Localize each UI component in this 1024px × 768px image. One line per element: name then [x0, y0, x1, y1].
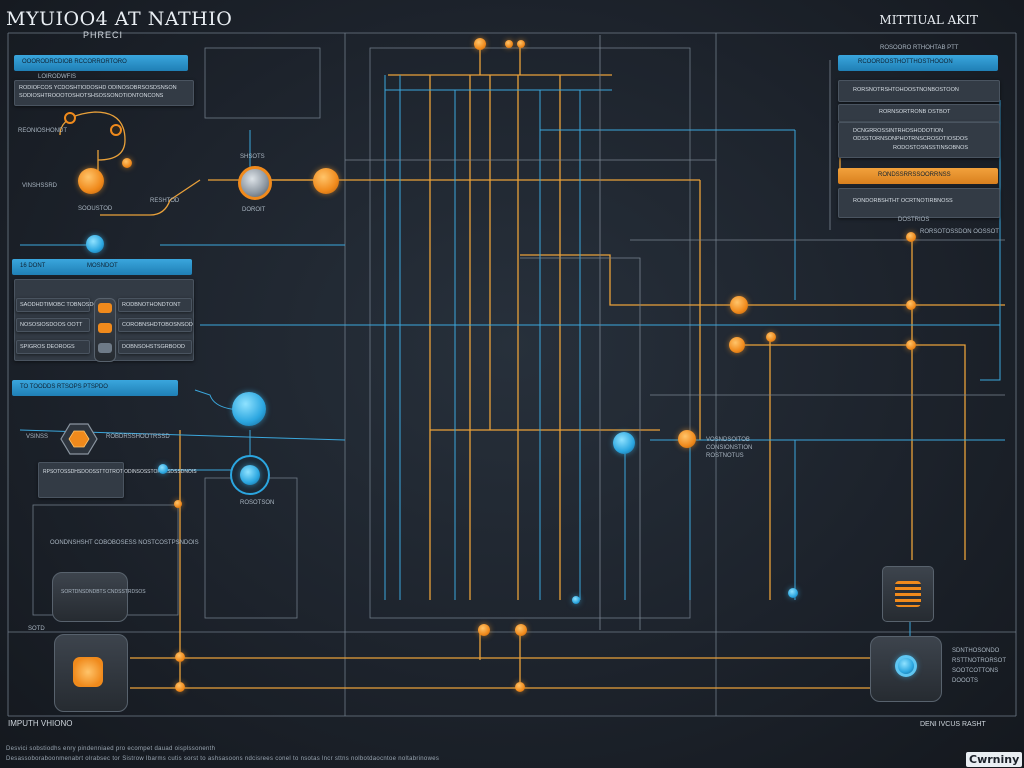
- right-blue-bar-label: RCOORDOSTHOTTHOSTHOOON: [858, 59, 953, 65]
- left-mid-bar-label: 16 DONT: [20, 263, 46, 269]
- left-top-bar-label: OOORODRCDIOB RCCORRORTORO: [22, 59, 127, 65]
- bottom-junction-1[interactable]: [478, 624, 490, 636]
- device-label-2: RSTTNOTRORSOT: [952, 658, 1006, 664]
- left-device[interactable]: SORTDNSDNDBTS CNDSSTRDSOS: [52, 572, 146, 622]
- left-junction-node[interactable]: [174, 500, 182, 508]
- bottom-right-device[interactable]: [870, 636, 942, 702]
- right-junction-2[interactable]: [729, 337, 745, 353]
- orange-ring-node[interactable]: [64, 112, 76, 124]
- brand-logo: Cwrniny: [966, 752, 1023, 767]
- mid-row-right-1: COROBNSHDTOBOSNSOD: [118, 318, 193, 332]
- left-small-blue-node[interactable]: [158, 464, 168, 474]
- bottom-junction-4[interactable]: [175, 682, 185, 692]
- right-title: MITTIUAL AKIT: [879, 13, 978, 27]
- mid-row-left-2: SPIGROS DEOROGS: [16, 340, 90, 354]
- mid-row-left-1: NOSOSIOSDOOS OOTT: [16, 318, 90, 332]
- left-top-caption: LOIRODWFIS: [38, 74, 77, 80]
- left-lower-text: OONDNSHSHT COBOBOSESS NOSTCOSTPSNDOIS: [50, 540, 199, 546]
- hexagon-cpu-icon: [60, 422, 98, 456]
- left-low-bar[interactable]: TO TOODDS RTSOPS PTSPDO: [12, 380, 178, 396]
- grid-blue-dot-2[interactable]: [788, 588, 798, 598]
- right-orange-panel: RONDORBSHTHT OCRTNOTIRBNOSS: [838, 188, 1000, 218]
- left-mid-bar-right: MOSNDOT: [87, 263, 118, 269]
- mid-row-right-0: RODBNOTHONDTONT: [118, 298, 192, 312]
- node-caption: DOROIT: [242, 207, 266, 213]
- right-blue-bar[interactable]: RCOORDOSTHOTTHOSTHOOON: [838, 55, 998, 71]
- left-top-bar[interactable]: OOORODRCDIOB RCCORRORTORO: [14, 55, 188, 71]
- cluster-label: REONIOSHONDT: [18, 128, 68, 134]
- icon-label: VSINSS: [26, 434, 49, 440]
- center-hub-node[interactable]: [238, 166, 272, 200]
- page-title: MYUIOO4 AT NATHIO: [6, 8, 233, 30]
- center-blue-node-2[interactable]: [613, 432, 635, 454]
- left-mid-bar[interactable]: 16 DONT MOSNDOT: [12, 259, 192, 275]
- right-junction-6[interactable]: [906, 340, 916, 350]
- footer-left-label: IMPUTH VHIONO: [8, 719, 73, 728]
- footer-right-label: DENI IVCUS RASHT: [920, 721, 986, 728]
- icon-caption: ROBDRSSHOOTRSSD: [106, 434, 170, 440]
- center-blue-node-1[interactable]: [232, 392, 266, 426]
- left-top-panel-line1: RODIOFCOS YCDOSHTIODOSHD ODINOSOBRSOSDSN…: [19, 85, 177, 91]
- top-junction-3[interactable]: [517, 40, 525, 48]
- page-subtitle: PHRECI: [83, 30, 124, 40]
- mid-row-left-0: SAODHDTIMOBC TOBNOSDOS: [16, 298, 101, 312]
- right-top-caption: ROSOORO RTHOHTAB PTT: [880, 45, 959, 51]
- circular-sync-icon: [73, 657, 103, 687]
- right-row-0: RORSNOTRSHTOHOOSTNONBOSTOON: [838, 80, 1000, 102]
- grid-blue-dot-1[interactable]: [572, 596, 580, 604]
- left-info-panel: RPSOTOSSDHSDOOSSTTOTROT ODINSOSSTOPTBSDS…: [38, 462, 197, 498]
- top-junction-1[interactable]: [474, 38, 486, 50]
- footer-line-1: Desvici sobstiodhs enry pindenniaed pro …: [6, 746, 216, 752]
- left-node-label-3: RESHTOD: [150, 198, 180, 204]
- left-node-label-1: VINSHSSRD: [22, 183, 58, 189]
- left-top-panel: RODIOFCOS YCDOSHTIODOSHD ODINOSOBRSOSDSN…: [14, 80, 194, 106]
- right-junction-4[interactable]: [906, 232, 916, 242]
- right-row-2: DCNGRROSSINTRHOSHODOTION ODSSTORNSONPHOT…: [838, 122, 1000, 158]
- left-bottom-label: SOTD: [28, 626, 45, 632]
- right-orange-bar[interactable]: RONDSSRRSSOORRNSS: [838, 168, 998, 184]
- center-blue-ring[interactable]: [230, 455, 270, 495]
- orange-node-label: VOSNDSOITOB CONSIONSTION ROSTNOTUS: [706, 437, 753, 459]
- right-junction-3[interactable]: [766, 332, 776, 342]
- bottom-junction-3[interactable]: [175, 652, 185, 662]
- right-row-1: RORNSORTRONB OSTBOT: [838, 104, 1000, 122]
- bottom-left-device[interactable]: [54, 634, 128, 712]
- right-storage-device[interactable]: [882, 566, 934, 622]
- left-top-panel-line2: SODIOSHTROOOTOSHOTSHSOSSONOTIONTONCONS: [19, 93, 164, 99]
- left-small-orange-node[interactable]: [122, 158, 132, 168]
- right-connector-label: RORSOTOSSDON OOSSOT: [920, 229, 999, 235]
- left-node-label-2: SOOUSTOD: [78, 206, 113, 212]
- mid-label: ROSOTSON: [240, 500, 275, 506]
- center-orange-node-2[interactable]: [678, 430, 696, 448]
- orange-ring-node-2[interactable]: [110, 124, 122, 136]
- center-orange-node[interactable]: [313, 168, 339, 194]
- left-blue-node[interactable]: [86, 235, 104, 253]
- database-stack-icon: [94, 298, 116, 362]
- device-label-3: SOOTCOTTONS: [952, 668, 999, 674]
- right-junction-5[interactable]: [906, 300, 916, 310]
- bottom-junction-5[interactable]: [515, 682, 525, 692]
- left-orange-node[interactable]: [78, 168, 104, 194]
- right-orange-bar-label: RONDSSRRSSOORRNSS: [878, 172, 951, 178]
- right-under-label: DOSTRIOS: [898, 217, 930, 223]
- left-low-bar-label: TO TOODDS RTSOPS PTSPDO: [20, 384, 108, 390]
- right-junction-1[interactable]: [730, 296, 748, 314]
- footer-line-2: Desassoboraboonmenabrt olrabsec tor Sist…: [6, 756, 440, 762]
- hub-label: SHSOTS: [240, 154, 265, 160]
- device-label-4: DOOOTS: [952, 678, 979, 684]
- bottom-junction-2[interactable]: [515, 624, 527, 636]
- mid-row-right-2: DOBNSOHSTSGRBOOD: [118, 340, 192, 354]
- device-label-1: SDNTHOSONDO: [952, 648, 1000, 654]
- top-junction-2[interactable]: [505, 40, 513, 48]
